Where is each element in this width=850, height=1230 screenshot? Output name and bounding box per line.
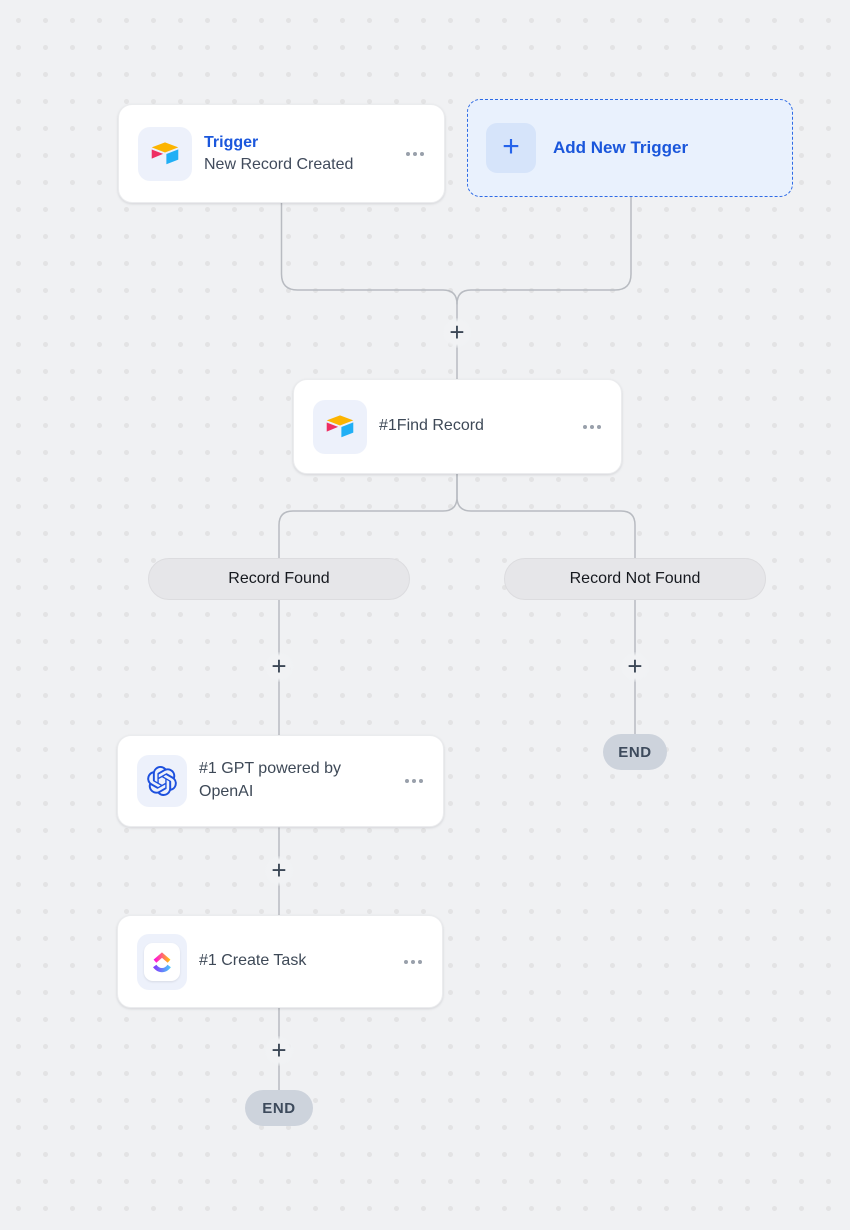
openai-icon-tile bbox=[137, 755, 187, 807]
gpt-node-card[interactable]: #1 GPT powered by OpenAI bbox=[117, 735, 444, 827]
connector-addtrigger-to-merge bbox=[456, 196, 632, 305]
clickup-icon bbox=[153, 951, 171, 972]
add-new-trigger-card[interactable]: + Add New Trigger bbox=[467, 99, 793, 197]
connector-split-right bbox=[456, 473, 636, 735]
branch-label-record-found[interactable]: Record Found bbox=[148, 558, 410, 600]
openai-icon bbox=[147, 766, 177, 796]
branch-label-record-not-found[interactable]: Record Not Found bbox=[504, 558, 766, 600]
trigger-subtitle: New Record Created bbox=[204, 155, 354, 173]
record-not-found-text: Record Not Found bbox=[569, 570, 701, 587]
find-record-node-card[interactable]: #1Find Record bbox=[293, 379, 622, 474]
add-step-button-record-not-found[interactable]: + bbox=[620, 652, 650, 682]
connector-split-left bbox=[278, 473, 458, 737]
trigger-title: Trigger bbox=[204, 133, 259, 151]
create-task-label: #1 Create Task bbox=[199, 952, 307, 970]
add-step-button-after-trigger[interactable]: + bbox=[442, 318, 472, 348]
add-step-button-after-gpt[interactable]: + bbox=[264, 856, 294, 886]
airtable-icon bbox=[326, 414, 354, 437]
record-found-text: Record Found bbox=[228, 570, 330, 587]
end-badge-right: END bbox=[603, 734, 667, 770]
more-options-icon[interactable] bbox=[403, 773, 425, 789]
find-record-label: #1Find Record bbox=[379, 417, 484, 435]
more-options-icon[interactable] bbox=[404, 146, 426, 162]
more-options-icon[interactable] bbox=[402, 954, 424, 970]
add-step-button-record-found[interactable]: + bbox=[264, 652, 294, 682]
trigger-node-card[interactable]: Trigger New Record Created bbox=[118, 104, 445, 203]
clickup-icon-tile bbox=[137, 933, 187, 990]
gpt-label: #1 GPT powered by OpenAI bbox=[199, 760, 342, 800]
create-task-node-card[interactable]: #1 Create Task bbox=[117, 915, 443, 1008]
add-new-trigger-label: Add New Trigger bbox=[553, 138, 689, 157]
add-step-button-after-task[interactable]: + bbox=[264, 1036, 294, 1066]
clickup-icon-frame bbox=[144, 942, 180, 981]
connector-trigger-to-merge bbox=[280, 202, 458, 380]
plus-icon: + bbox=[486, 123, 536, 173]
airtable-icon-tile bbox=[138, 126, 192, 181]
end-badge-left: END bbox=[245, 1090, 313, 1126]
airtable-icon bbox=[151, 141, 179, 164]
airtable-icon-tile bbox=[313, 399, 367, 454]
more-options-icon[interactable] bbox=[581, 419, 603, 435]
